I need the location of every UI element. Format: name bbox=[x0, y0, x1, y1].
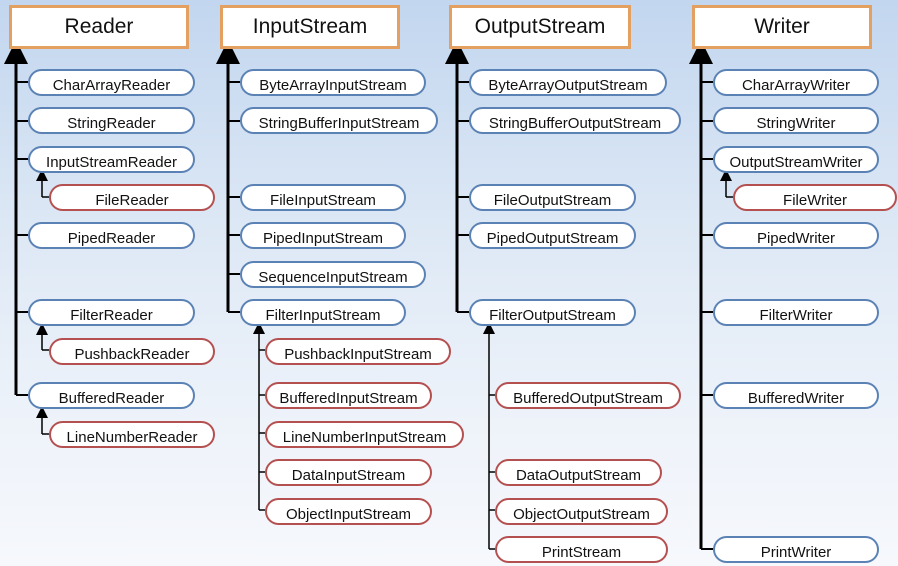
node-filewriter: FileWriter bbox=[733, 184, 897, 211]
node-stringwriter: StringWriter bbox=[713, 107, 879, 134]
node-pipedinputstream: PipedInputStream bbox=[240, 222, 406, 249]
root-reader: Reader bbox=[9, 5, 189, 49]
node-stringreader: StringReader bbox=[28, 107, 195, 134]
node-linenumberreader: LineNumberReader bbox=[49, 421, 215, 448]
node-inputstreamreader: InputStreamReader bbox=[28, 146, 195, 173]
node-chararrayreader: CharArrayReader bbox=[28, 69, 195, 96]
root-writer: Writer bbox=[692, 5, 872, 49]
node-fileoutputstream: FileOutputStream bbox=[469, 184, 636, 211]
node-bufferedoutputstream: BufferedOutputStream bbox=[495, 382, 681, 409]
root-outputstream: OutputStream bbox=[449, 5, 631, 49]
node-pushbackinputstream: PushbackInputStream bbox=[265, 338, 451, 365]
node-bytearrayoutputstream: ByteArrayOutputStream bbox=[469, 69, 667, 96]
node-pipedoutputstream: PipedOutputStream bbox=[469, 222, 636, 249]
node-pushbackreader: PushbackReader bbox=[49, 338, 215, 365]
node-printwriter: PrintWriter bbox=[713, 536, 879, 563]
node-chararraywriter: CharArrayWriter bbox=[713, 69, 879, 96]
node-datainputstream: DataInputStream bbox=[265, 459, 432, 486]
node-linenumberinputstream: LineNumberInputStream bbox=[265, 421, 464, 448]
node-bufferedreader: BufferedReader bbox=[28, 382, 195, 409]
node-filterwriter: FilterWriter bbox=[713, 299, 879, 326]
node-dataoutputstream: DataOutputStream bbox=[495, 459, 662, 486]
node-printstream: PrintStream bbox=[495, 536, 668, 563]
node-objectoutputstream: ObjectOutputStream bbox=[495, 498, 668, 525]
node-bufferedinputstream: BufferedInputStream bbox=[265, 382, 432, 409]
node-pipedreader: PipedReader bbox=[28, 222, 195, 249]
node-filterinputstream: FilterInputStream bbox=[240, 299, 406, 326]
root-inputstream: InputStream bbox=[220, 5, 400, 49]
node-objectinputstream: ObjectInputStream bbox=[265, 498, 432, 525]
node-bufferedwriter: BufferedWriter bbox=[713, 382, 879, 409]
node-filterreader: FilterReader bbox=[28, 299, 195, 326]
node-bytearrayinputstream: ByteArrayInputStream bbox=[240, 69, 426, 96]
node-pipedwriter: PipedWriter bbox=[713, 222, 879, 249]
node-filteroutputstream: FilterOutputStream bbox=[469, 299, 636, 326]
node-sequenceinputstream: SequenceInputStream bbox=[240, 261, 426, 288]
node-stringbufferoutputstream: StringBufferOutputStream bbox=[469, 107, 681, 134]
node-stringbufferinputstream: StringBufferInputStream bbox=[240, 107, 438, 134]
node-outputstreamwriter: OutputStreamWriter bbox=[713, 146, 879, 173]
node-filereader: FileReader bbox=[49, 184, 215, 211]
node-fileinputstream: FileInputStream bbox=[240, 184, 406, 211]
